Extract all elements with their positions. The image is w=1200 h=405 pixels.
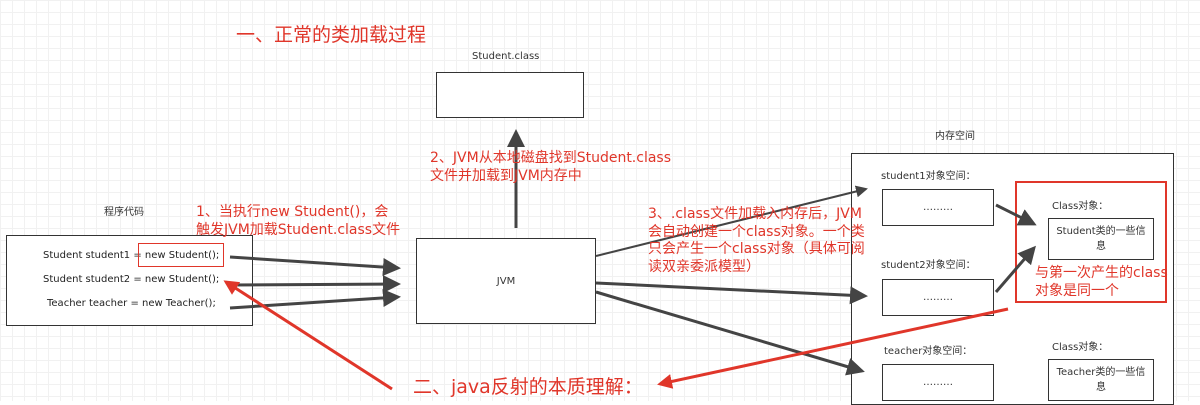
note-same-class-object: 与第一次产生的class 对象是同一个 bbox=[1035, 265, 1168, 300]
note-step1: 1、当执行new Student()，会 触发JVM加载Student.clas… bbox=[196, 204, 400, 239]
note-step3-line3: 只会产生一个class对象（具体可阅 bbox=[648, 241, 865, 257]
note-step2: 2、JVM从本地磁盘找到Student.class 文件并加载到JVM内存中 bbox=[430, 150, 671, 185]
student-class-object-box: Student类的一些信息 bbox=[1048, 218, 1154, 260]
code-line-2: Student student2 = new Student(); bbox=[43, 274, 220, 285]
student2-space-box: ……… bbox=[882, 279, 994, 316]
note-step3-line1: 3、.class文件加载入内存后，JVM bbox=[648, 206, 862, 222]
arrow-student1-class bbox=[995, 203, 1037, 226]
teacher-class-object-box: Teacher类的一些信息 bbox=[1048, 359, 1154, 401]
arrow-jvm-student1 bbox=[595, 185, 868, 257]
memory-space-label: 内存空间 bbox=[935, 131, 975, 142]
teacher-space-label: teacher对象空间： bbox=[884, 346, 973, 357]
section1-title: 一、正常的类加载过程 bbox=[236, 24, 427, 46]
teacher-ellipsis: ……… bbox=[923, 377, 953, 388]
arrow-code2-jvm bbox=[229, 275, 401, 294]
student1-space-box: ……… bbox=[882, 189, 994, 226]
teacher-class-object-label: Class对象： bbox=[1052, 342, 1109, 353]
note-same-line2: 对象是同一个 bbox=[1035, 282, 1119, 299]
student2-space-label: student2对象空间： bbox=[881, 260, 976, 271]
note-step1-line2: 触发JVM加载Student.class文件 bbox=[196, 221, 401, 238]
student1-ellipsis: ……… bbox=[923, 202, 953, 213]
code-line-3: Teacher teacher = new Teacher(); bbox=[47, 298, 216, 309]
student-class-box bbox=[436, 72, 584, 118]
class-object-highlight bbox=[1015, 181, 1167, 303]
student-class-object-label: Class对象： bbox=[1052, 201, 1109, 212]
arrow-jvm-teacher bbox=[595, 290, 865, 376]
program-code-box bbox=[6, 235, 253, 326]
jvm-label: JVM bbox=[496, 275, 516, 287]
teacher-space-box: ……… bbox=[882, 364, 994, 401]
note-step1-line1: 1、当执行new Student()，会 bbox=[196, 204, 389, 220]
arrow-code3-jvm bbox=[229, 288, 401, 310]
student2-ellipsis: ……… bbox=[923, 292, 953, 303]
jvm-box: JVM bbox=[416, 238, 596, 324]
note-step2-line2: 文件并加载到JVM内存中 bbox=[430, 167, 582, 184]
student1-space-label: student1对象空间： bbox=[881, 171, 976, 182]
note-step2-line1: 2、JVM从本地磁盘找到Student.class bbox=[430, 150, 672, 166]
note-step3-line4: 读双亲委派模型） bbox=[648, 258, 760, 275]
teacher-class-info: Teacher类的一些信息 bbox=[1056, 367, 1146, 393]
arrow-class-to-reflection bbox=[657, 307, 1009, 389]
note-step3: 3、.class文件加载入内存后，JVM 会自动创建一个class对象。一个类 … bbox=[648, 206, 865, 276]
arrow-reflection-to-code bbox=[223, 280, 393, 391]
arrow-code1-jvm bbox=[229, 255, 401, 277]
code-line-1: Student student1 = new Student(); bbox=[43, 250, 220, 261]
student-class-label: Student.class bbox=[472, 51, 540, 62]
program-code-label: 程序代码 bbox=[104, 207, 144, 218]
arrow-student2-class bbox=[994, 245, 1036, 293]
arrow-jvm-student2 bbox=[595, 281, 868, 305]
note-step3-line2: 会自动创建一个class对象。一个类 bbox=[648, 223, 865, 240]
new-student-highlight bbox=[138, 243, 224, 267]
student-class-info: Student类的一些信息 bbox=[1056, 226, 1146, 252]
section2-title: 二、java反射的本质理解： bbox=[413, 376, 643, 398]
note-same-line1: 与第一次产生的class bbox=[1035, 265, 1168, 281]
